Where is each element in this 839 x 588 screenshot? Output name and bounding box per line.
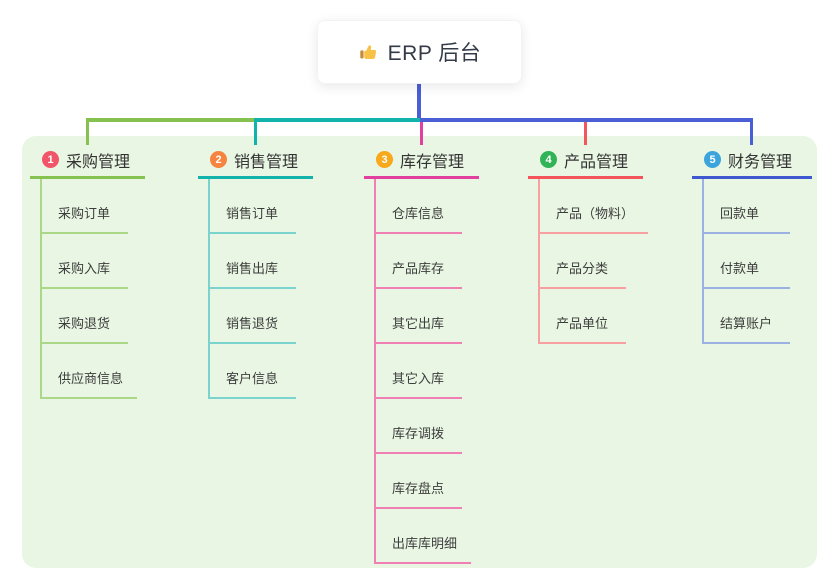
leaf-node[interactable]: 结算账户 — [702, 289, 790, 344]
drop-connector-product — [584, 122, 587, 145]
leaf-label: 产品单位 — [556, 316, 609, 331]
leaf-node[interactable]: 产品（物料） — [538, 179, 649, 234]
branch-inventory: 3 库存管理 仓库信息 产品库存 其它出库 其它入库 库存调拨 库存盘点 出库库… — [364, 146, 514, 564]
connector-segment-green — [86, 118, 256, 122]
leaf-label: 供应商信息 — [58, 371, 124, 386]
leaf-node[interactable]: 回款单 — [702, 179, 790, 234]
leaf-label: 销售出库 — [226, 261, 279, 276]
leaf-node[interactable]: 销售退货 — [208, 289, 296, 344]
leaf-label: 回款单 — [720, 206, 760, 221]
branch-finance: 5 财务管理 回款单 付款单 结算账户 — [692, 146, 839, 344]
branch-purchase: 1 采购管理 采购订单 采购入库 采购退货 供应商信息 — [30, 146, 180, 399]
branch-badge: 1 — [42, 151, 59, 168]
leaf-node[interactable]: 采购订单 — [40, 179, 128, 234]
branch-items: 回款单 付款单 结算账户 — [692, 179, 839, 344]
branch-title-sales[interactable]: 2 销售管理 — [198, 146, 348, 173]
leaf-label: 出库库明细 — [392, 536, 458, 551]
branch-underline — [528, 176, 643, 179]
leaf-node[interactable]: 采购入库 — [40, 234, 128, 289]
branch-badge: 5 — [704, 151, 721, 168]
leaf-node[interactable]: 销售出库 — [208, 234, 296, 289]
branch-label: 采购管理 — [66, 153, 131, 171]
branch-items: 仓库信息 产品库存 其它出库 其它入库 库存调拨 库存盘点 出库库明细 — [364, 179, 514, 564]
branch-label: 库存管理 — [400, 153, 465, 171]
branch-sales: 2 销售管理 销售订单 销售出库 销售退货 客户信息 — [198, 146, 348, 399]
leaf-label: 采购订单 — [58, 206, 111, 221]
branch-label: 产品管理 — [564, 153, 629, 171]
leaf-node[interactable]: 产品单位 — [538, 289, 626, 344]
root-title: ERP 后台 — [387, 42, 482, 65]
branch-title-purchase[interactable]: 1 采购管理 — [30, 146, 180, 173]
branch-title-finance[interactable]: 5 财务管理 — [692, 146, 839, 173]
leaf-label: 结算账户 — [720, 316, 773, 331]
leaf-node[interactable]: 其它入库 — [374, 344, 462, 399]
leaf-label: 其它入库 — [392, 371, 445, 386]
leaf-label: 产品（物料） — [556, 206, 635, 221]
branch-badge: 4 — [540, 151, 557, 168]
branch-underline — [692, 176, 812, 179]
leaf-node[interactable]: 库存盘点 — [374, 454, 462, 509]
connector-segment-blue — [420, 118, 752, 122]
leaf-node[interactable]: 销售订单 — [208, 179, 296, 234]
branch-items: 采购订单 采购入库 采购退货 供应商信息 — [30, 179, 180, 399]
drop-connector-sales — [254, 118, 257, 145]
branch-underline — [30, 176, 145, 179]
leaf-label: 客户信息 — [226, 371, 279, 386]
connector-segment-teal — [256, 118, 420, 122]
leaf-label: 产品库存 — [392, 261, 445, 276]
leaf-node[interactable]: 其它出库 — [374, 289, 462, 344]
drop-connector-finance — [750, 118, 753, 145]
leaf-node[interactable]: 产品分类 — [538, 234, 626, 289]
leaf-node[interactable]: 仓库信息 — [374, 179, 462, 234]
leaf-label: 产品分类 — [556, 261, 609, 276]
root-stem-connector — [417, 83, 421, 122]
branch-underline — [198, 176, 313, 179]
leaf-node[interactable]: 付款单 — [702, 234, 790, 289]
branch-items: 销售订单 销售出库 销售退货 客户信息 — [198, 179, 348, 399]
leaf-label: 销售退货 — [226, 316, 279, 331]
branch-label: 财务管理 — [728, 153, 793, 171]
leaf-node[interactable]: 产品库存 — [374, 234, 462, 289]
drop-connector-inventory — [420, 122, 423, 145]
leaf-label: 采购入库 — [58, 261, 111, 276]
leaf-label: 付款单 — [720, 261, 760, 276]
root-node-erp[interactable]: ERP 后台 — [317, 20, 522, 84]
leaf-node[interactable]: 供应商信息 — [40, 344, 138, 399]
branch-label: 销售管理 — [234, 153, 299, 171]
leaf-label: 库存调拨 — [392, 426, 445, 441]
drop-connector-purchase — [86, 118, 89, 145]
branch-items: 产品（物料） 产品分类 产品单位 — [528, 179, 678, 344]
branch-badge: 2 — [210, 151, 227, 168]
leaf-node[interactable]: 客户信息 — [208, 344, 296, 399]
leaf-label: 仓库信息 — [392, 206, 445, 221]
thumbs-up-icon — [359, 44, 376, 59]
branch-badge: 3 — [376, 151, 393, 168]
branch-underline — [364, 176, 479, 179]
leaf-node[interactable]: 采购退货 — [40, 289, 128, 344]
leaf-label: 采购退货 — [58, 316, 111, 331]
branch-title-inventory[interactable]: 3 库存管理 — [364, 146, 514, 173]
branches-panel — [22, 136, 817, 568]
leaf-node[interactable]: 出库库明细 — [374, 509, 472, 564]
leaf-label: 库存盘点 — [392, 481, 445, 496]
leaf-label: 其它出库 — [392, 316, 445, 331]
branch-product: 4 产品管理 产品（物料） 产品分类 产品单位 — [528, 146, 678, 344]
leaf-label: 销售订单 — [226, 206, 279, 221]
branch-title-product[interactable]: 4 产品管理 — [528, 146, 678, 173]
leaf-node[interactable]: 库存调拨 — [374, 399, 462, 454]
